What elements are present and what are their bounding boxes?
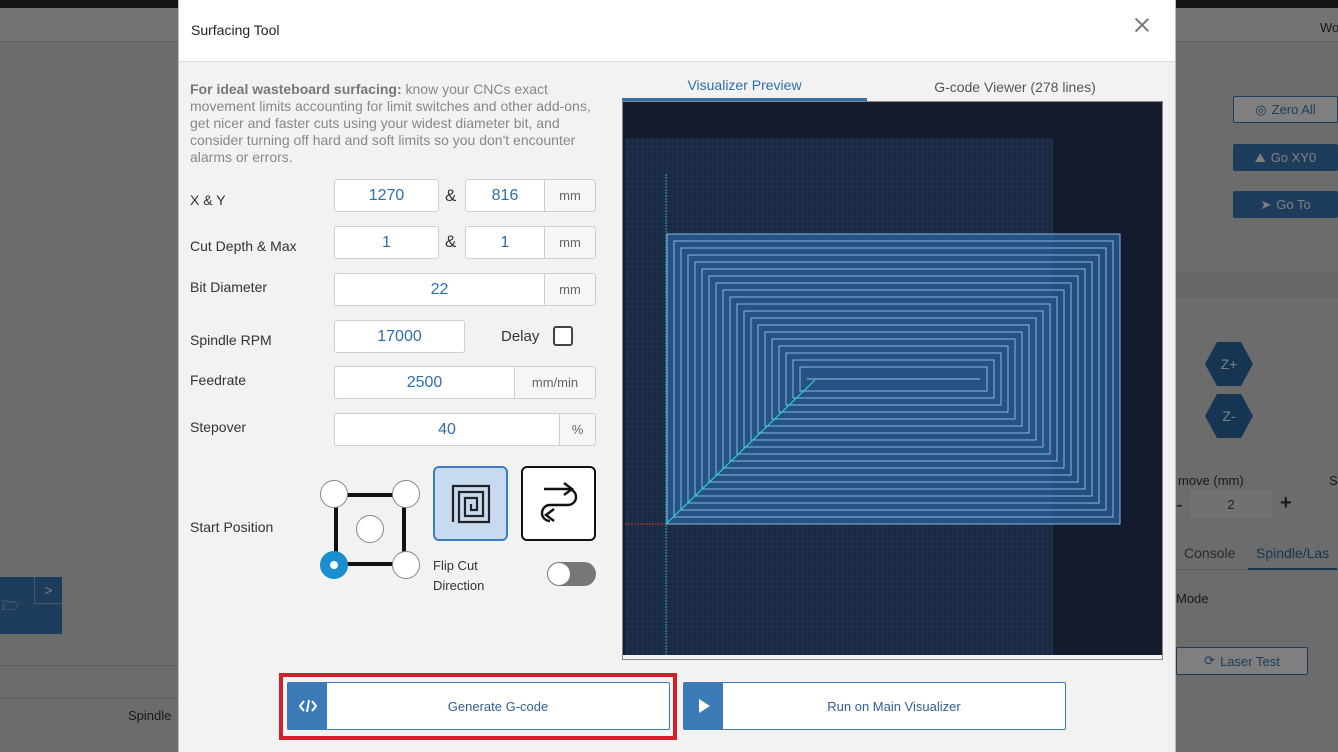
start-bottom-left-radio[interactable] [320,551,348,579]
xy-label: X & Y [190,192,226,208]
start-position-frame [334,493,406,566]
start-top-right-radio[interactable] [392,480,420,508]
spiral-icon [451,484,490,523]
play-icon [684,683,723,729]
toolpath-preview [623,102,1162,659]
feedrate-label: Feedrate [190,372,247,388]
feedrate-unit: mm/min [514,366,596,399]
xy-ampersand: & [445,186,457,205]
max-depth-input[interactable]: 1 [465,226,545,259]
x-input[interactable]: 1270 [334,179,439,212]
delay-checkbox[interactable] [553,326,573,346]
flip-label-line-2: Direction [433,578,485,593]
spindle-rpm-input[interactable]: 17000 [334,320,465,353]
bit-diameter-unit: mm [544,273,596,306]
run-on-main-visualizer-button[interactable]: Run on Main Visualizer [683,682,1066,730]
start-center-radio[interactable] [356,515,384,543]
zigzag-arrows-icon [540,481,577,522]
spiral-pattern-button[interactable] [433,466,508,541]
modal-title: Surfacing Tool [191,22,280,38]
xy-unit: mm [544,179,596,212]
intro-body: know your CNCs exact movement limits acc… [190,81,591,165]
stepover-label: Stepover [190,419,247,435]
cut-depth-label: Cut Depth & Max [190,238,297,254]
intro-text: For ideal wasteboard surfacing: know you… [190,81,600,166]
stepover-input[interactable]: 40 [334,413,560,446]
delay-label: Delay [501,328,540,345]
depth-ampersand: & [445,232,457,251]
flip-cut-direction-label: Flip Cut Direction [433,556,484,596]
code-icon [288,683,327,729]
flip-label-line-1: Flip Cut [433,558,478,573]
close-icon[interactable] [1131,14,1153,36]
feedrate-input[interactable]: 2500 [334,366,515,399]
stepover-unit: % [559,413,596,446]
start-position-label: Start Position [190,519,274,535]
run-on-main-visualizer-label: Run on Main Visualizer [827,698,961,714]
spindle-rpm-label: Spindle RPM [190,332,272,348]
tab-visualizer-preview[interactable]: Visualizer Preview [622,72,867,101]
flip-cut-direction-toggle[interactable] [547,562,596,586]
zigzag-pattern-button[interactable] [521,466,596,541]
visualizer-canvas[interactable] [622,101,1163,660]
highlight-box [279,673,677,740]
cut-depth-input[interactable]: 1 [334,226,439,259]
bit-diameter-input[interactable]: 22 [334,273,545,306]
depth-unit: mm [544,226,596,259]
tab-gcode-viewer[interactable]: G-code Viewer (278 lines) [934,78,1096,95]
start-top-left-radio[interactable] [320,480,348,508]
y-input[interactable]: 816 [465,179,545,212]
intro-bold: For ideal wasteboard surfacing: [190,81,402,97]
generate-gcode-button[interactable]: Generate G-code [287,682,670,730]
bit-diameter-label: Bit Diameter [190,279,268,295]
start-bottom-right-radio[interactable] [392,551,420,579]
generate-gcode-label: Generate G-code [447,698,549,714]
modal-header: Surfacing Tool [179,0,1175,62]
